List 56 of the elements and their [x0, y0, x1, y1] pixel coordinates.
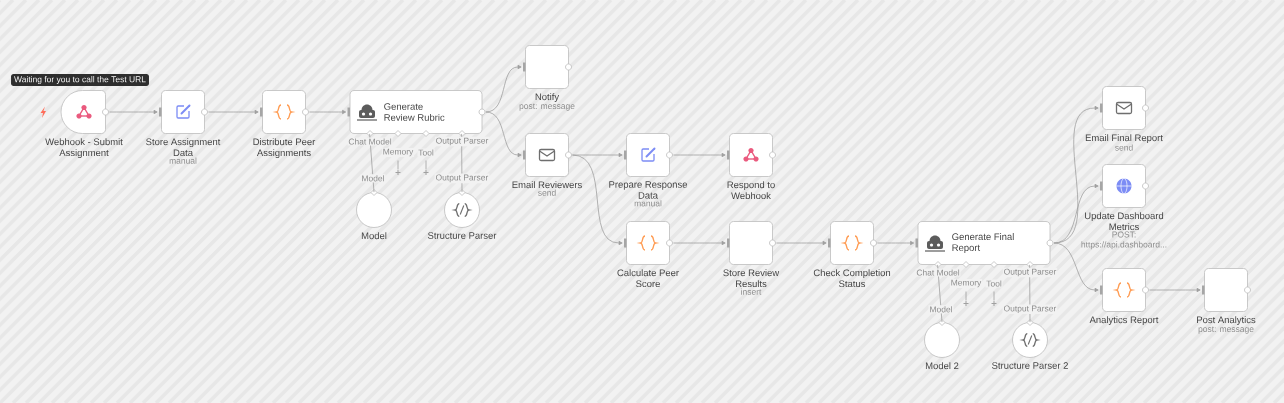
arrow — [673, 152, 726, 158]
edge-label: Output Parser — [1002, 304, 1058, 315]
port-label: Output Parser — [434, 136, 490, 147]
node-title: Store Review Results — [723, 269, 780, 288]
port-label: Tool — [985, 279, 1003, 288]
arrow — [877, 240, 915, 246]
arrow — [1149, 287, 1201, 293]
node-title: Check Completion Status — [813, 269, 891, 288]
node-subtitle: post: message — [519, 103, 575, 111]
connector-line — [369, 133, 375, 193]
node-title: Model — [361, 232, 387, 240]
arrow — [776, 240, 827, 246]
node-subtitle: manual — [634, 200, 662, 207]
arrow — [673, 240, 726, 246]
node-title: Structure Parser 2 — [992, 362, 1068, 369]
node-title: Email Final Report — [1085, 134, 1163, 144]
port-label: Memory — [381, 147, 415, 158]
node-subtitle: POST: https://api.dashboard... — [1081, 231, 1167, 250]
arrow — [309, 109, 347, 115]
arrow — [109, 109, 158, 115]
port-label: Memory — [949, 278, 983, 289]
arrow — [485, 64, 522, 113]
node-title: Post Analytics — [1197, 316, 1256, 326]
edge-label: Model — [360, 174, 386, 183]
node-title: Distribute Peer Assignments — [253, 138, 316, 158]
port-label: Chat Model — [915, 268, 961, 277]
arrow — [572, 152, 623, 158]
node-title: Update Dashboard Metrics — [1085, 212, 1164, 231]
node-title: Generate Final Report — [952, 233, 1014, 253]
node-subtitle: send — [538, 189, 556, 196]
port-label: Output Parser — [1002, 267, 1058, 278]
node-title: Prepare Response Data — [609, 181, 687, 199]
arrow — [1053, 183, 1099, 244]
edge-label: Model — [928, 305, 954, 314]
node-title: Generate Review Rubric — [384, 103, 445, 121]
node-title: Email Reviewers — [512, 181, 582, 189]
node-subtitle: send — [1115, 144, 1133, 151]
node-subtitle: manual — [169, 157, 197, 164]
node-title: Webhook - Submit Assignment — [45, 138, 123, 158]
node-title: Calculate Peer Score — [617, 269, 679, 288]
node-title: Analytics Report — [1089, 316, 1159, 326]
edge-label: Output Parser — [434, 173, 490, 184]
arrow — [572, 154, 623, 246]
node-title: Notify — [535, 93, 560, 103]
node-title: Respond to Webhook — [727, 181, 775, 200]
tooltip: Waiting for you to call the Test URL — [11, 74, 149, 86]
port-label: Chat Model — [347, 137, 393, 146]
arrow — [485, 111, 522, 158]
node-subtitle: insert — [741, 288, 762, 295]
node-title: Model 2 — [925, 362, 959, 370]
arrow — [208, 109, 259, 115]
port-label: Tool — [417, 148, 435, 157]
node-subtitle: post: message — [1198, 326, 1254, 334]
node-title: Store Assignment Data — [146, 138, 221, 157]
node-title: Structure Parser — [428, 232, 497, 239]
arrow — [1053, 242, 1099, 293]
